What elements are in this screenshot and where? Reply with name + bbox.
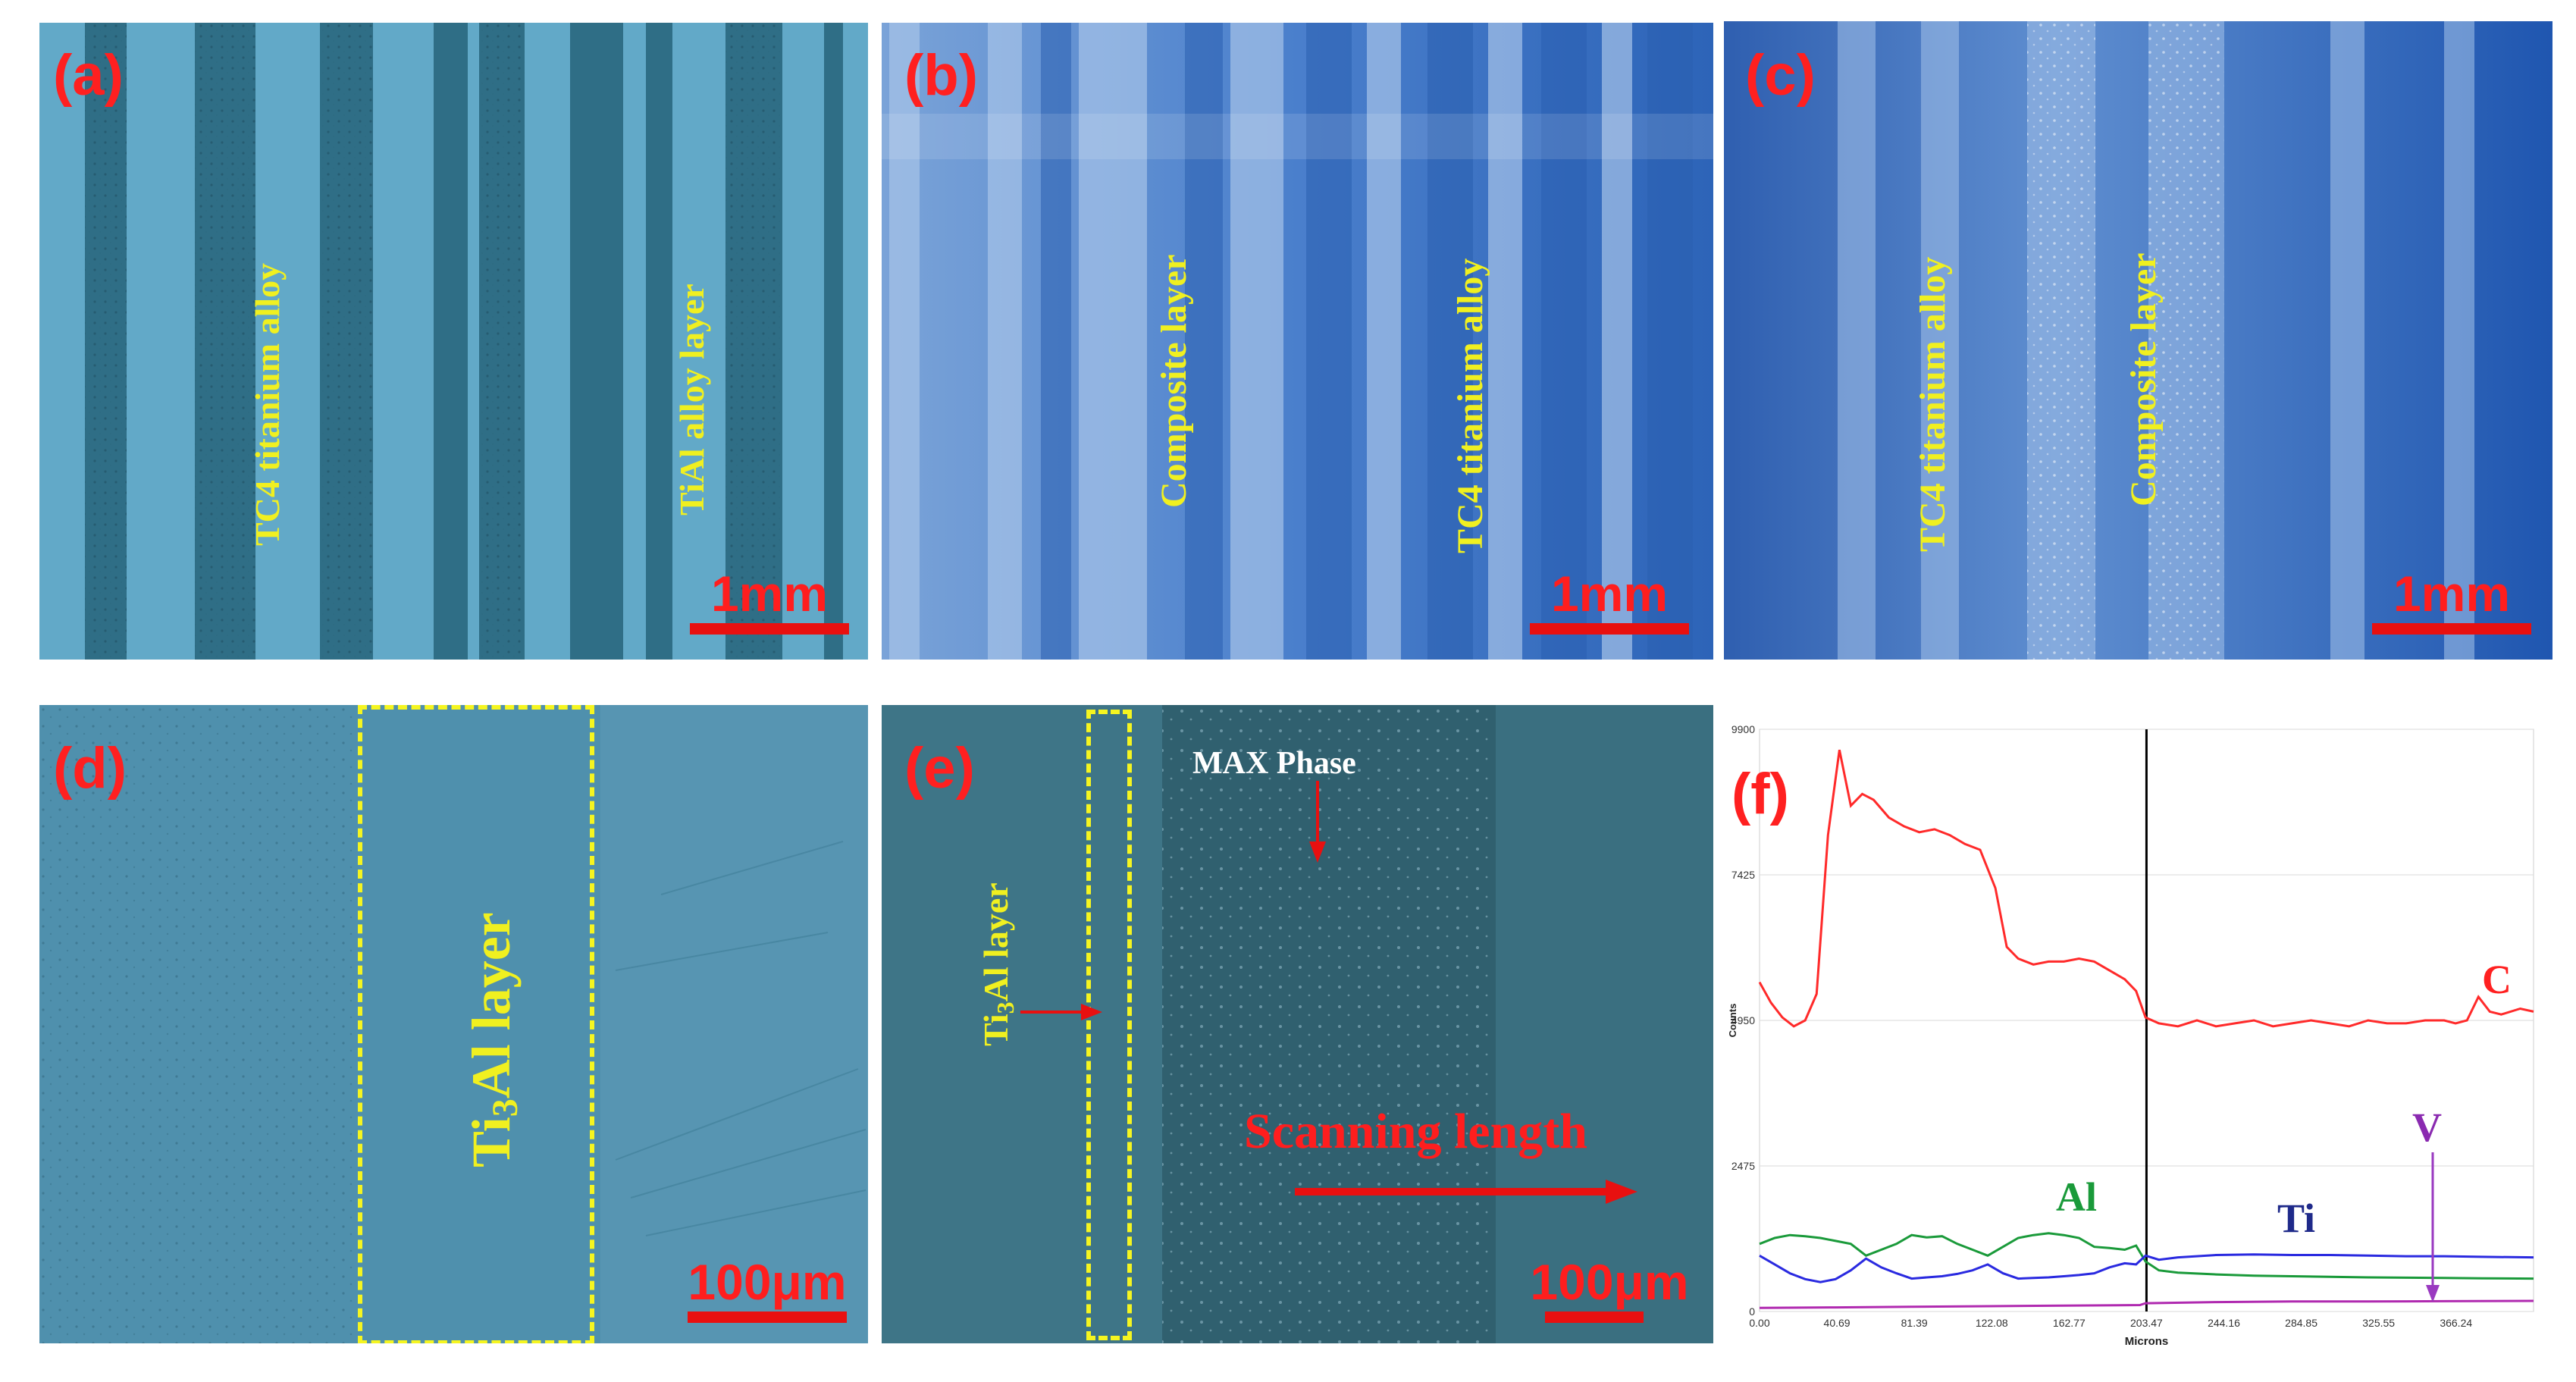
panel-c-text-tc4: TC4 titanium alloy bbox=[1913, 256, 1953, 552]
panel-e-scale-text: 100μm bbox=[1530, 1254, 1689, 1310]
element-label-al: Al bbox=[2056, 1174, 2097, 1220]
panel-d-region-label: Ti3Al layer bbox=[461, 912, 525, 1167]
scanning-length-arrow bbox=[1295, 1180, 1637, 1204]
x-tick-label: 122.08 bbox=[1976, 1317, 2008, 1329]
series-line-v bbox=[1759, 1299, 2534, 1309]
series-line-c bbox=[1758, 749, 2534, 1028]
panel-b-label: (b) bbox=[904, 43, 979, 108]
ti3al-layer-arrow bbox=[1020, 1004, 1102, 1020]
y-tick-label: 0 bbox=[1749, 1305, 1755, 1318]
panel-f-chart: 0 2475 4950 7425 9900 0.00 40.69 81.39 122.08 162… bbox=[1724, 705, 2552, 1357]
panel-d-region-prefix: Ti bbox=[461, 1117, 522, 1167]
series-line-ti bbox=[1759, 1253, 2534, 1283]
max-phase-arrow bbox=[1309, 781, 1326, 863]
y-axis-label: Counts bbox=[1727, 1004, 1738, 1038]
panel-e-background bbox=[882, 705, 1713, 1343]
panel-e-micrograph: MAX Phase Ti3Al layer Scanning length (e… bbox=[882, 705, 1713, 1343]
y-tick-label: 7425 bbox=[1731, 869, 1755, 881]
panel-b-micrograph: (b) Composite layer TC4 titanium alloy 1… bbox=[882, 23, 1713, 660]
panel-c-label: (c) bbox=[1745, 43, 1816, 108]
ti3al-region-box bbox=[358, 705, 594, 1343]
panel-f-label: (f) bbox=[1731, 762, 1789, 826]
ti3al-layer-box bbox=[1086, 710, 1132, 1340]
panel-c-scale-line bbox=[2372, 623, 2531, 635]
panel-e-scale-bar: 100μm bbox=[1515, 1257, 1704, 1323]
x-axis-label: Microns bbox=[2125, 1335, 2169, 1348]
x-tick-label: 284.85 bbox=[2285, 1317, 2317, 1329]
x-tick-label: 366.24 bbox=[2440, 1317, 2472, 1329]
panel-a-scale-bar: 1mm bbox=[690, 569, 849, 635]
panel-a-text-tc4: TC4 titanium alloy bbox=[248, 262, 287, 546]
x-tick-label: 40.69 bbox=[1824, 1317, 1851, 1329]
panel-b-stripes bbox=[882, 23, 1713, 660]
panel-a-text-tial: TiAl alloy layer bbox=[672, 284, 711, 516]
y-tick-label: 9900 bbox=[1731, 723, 1755, 735]
panel-b-scale-text: 1mm bbox=[1550, 566, 1669, 622]
panel-e-label: (e) bbox=[904, 736, 975, 801]
panel-b-scale-line bbox=[1530, 623, 1689, 635]
scanning-length-label: Scanning length bbox=[1244, 1104, 1587, 1159]
panel-e-layer-sub: 3 bbox=[992, 1001, 1019, 1014]
x-tick-label: 81.39 bbox=[1901, 1317, 1928, 1329]
x-tick-label: 0.00 bbox=[1749, 1317, 1769, 1329]
panel-d-scale-bar: 100μm bbox=[672, 1257, 862, 1323]
panel-c-scale-text: 1mm bbox=[2393, 566, 2511, 622]
panel-b-text-composite: Composite layer bbox=[1154, 254, 1194, 508]
panel-d-region-suffix: Al layer bbox=[461, 912, 522, 1099]
x-tick-label: 203.47 bbox=[2130, 1317, 2163, 1329]
panel-a-scale-text: 1mm bbox=[710, 566, 829, 622]
line-scan-chart: 0 2475 4950 7425 9900 0.00 40.69 81.39 122.08 162… bbox=[1727, 723, 2534, 1348]
series-line-al bbox=[1759, 1232, 2534, 1280]
panel-a-micrograph: (a) TC4 titanium alloy TiAl alloy layer … bbox=[39, 23, 868, 660]
panel-b-scale-bar: 1mm bbox=[1530, 569, 1689, 635]
element-label-ti: Ti bbox=[2277, 1196, 2315, 1241]
panel-c-micrograph: (c) TC4 titanium alloy Composite layer 1… bbox=[1724, 21, 2552, 660]
y-tick-label: 4950 bbox=[1731, 1014, 1755, 1026]
element-label-v: V bbox=[2412, 1105, 2442, 1150]
v-arrow-head bbox=[2426, 1285, 2440, 1302]
panel-d-label: (d) bbox=[53, 736, 127, 801]
panel-e-layer-suffix: Al layer bbox=[976, 882, 1015, 1002]
panel-d-background bbox=[39, 705, 868, 1343]
panel-d-scale-text: 100μm bbox=[688, 1254, 847, 1310]
panel-d-region-sub: 3 bbox=[485, 1098, 525, 1117]
panel-a-scale-line bbox=[690, 623, 849, 635]
panel-d-micrograph: Ti3Al layer (d) 100μm bbox=[39, 705, 868, 1343]
x-tick-label: 325.55 bbox=[2362, 1317, 2395, 1329]
panel-e-layer-label: Ti3Al layer bbox=[976, 882, 1019, 1046]
x-tick-label: 244.16 bbox=[2208, 1317, 2240, 1329]
panel-c-text-composite: Composite layer bbox=[2123, 252, 2164, 506]
panel-c-scale-bar: 1mm bbox=[2372, 569, 2531, 635]
panel-b-text-tc4: TC4 titanium alloy bbox=[1450, 258, 1490, 553]
panel-a-stripes bbox=[39, 23, 868, 660]
panel-e-scale-line bbox=[1545, 1311, 1644, 1323]
y-tick-label: 2475 bbox=[1731, 1160, 1755, 1172]
panel-c-stripes bbox=[1724, 21, 2552, 660]
element-label-c: C bbox=[2482, 957, 2512, 1002]
x-tick-label: 162.77 bbox=[2053, 1317, 2086, 1329]
panel-d-scale-line bbox=[688, 1311, 847, 1323]
panel-a-label: (a) bbox=[53, 43, 124, 108]
panel-e-layer-prefix: Ti bbox=[976, 1014, 1015, 1046]
max-phase-label: MAX Phase bbox=[1192, 746, 1356, 781]
